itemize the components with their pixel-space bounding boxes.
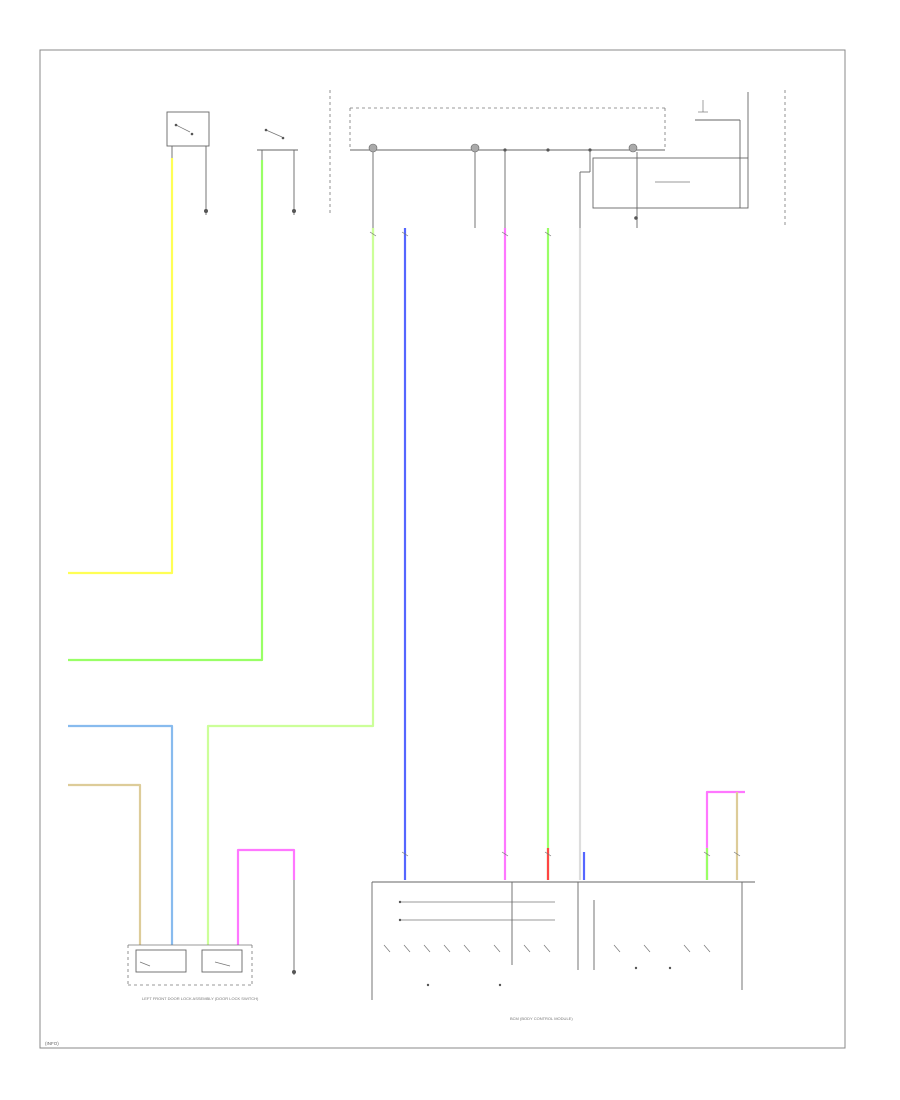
wire-green bbox=[68, 160, 264, 662]
bcm-caption: BCM (BODY CONTROL MODULE) bbox=[510, 1016, 573, 1021]
wire-light-green-bcm bbox=[206, 228, 375, 945]
switch-right-top bbox=[257, 128, 298, 215]
wire-tan bbox=[68, 783, 142, 945]
diagram-border bbox=[39, 49, 846, 1049]
wire-yellow bbox=[68, 158, 174, 575]
connector-marks bbox=[369, 231, 741, 857]
wire-pink-lower bbox=[236, 848, 296, 945]
diagram-id-label: (INFO) bbox=[45, 1041, 59, 1046]
wire-pink-right bbox=[705, 790, 745, 880]
door-lock-switch-assembly bbox=[127, 944, 253, 986]
switch-left-top bbox=[166, 111, 210, 215]
bcm-module bbox=[371, 881, 755, 1000]
wire-light-blue bbox=[68, 724, 174, 945]
door-lock-switch-caption: LEFT FRONT DOOR LOCK ASSEMBLY (DOOR LOCK… bbox=[142, 996, 259, 1001]
top-module bbox=[349, 92, 749, 228]
ground-symbol-lower bbox=[292, 880, 296, 975]
